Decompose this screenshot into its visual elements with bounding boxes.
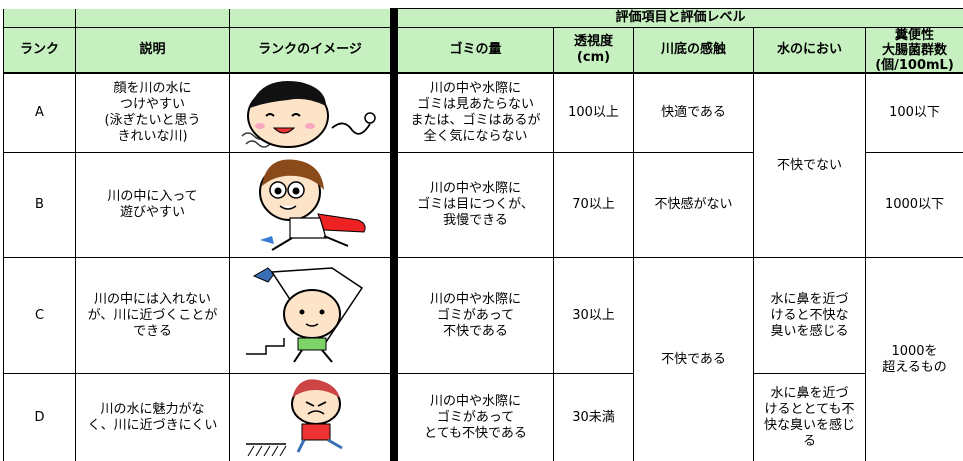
header-image: ランクのイメージ [258, 42, 362, 57]
rule [553, 28, 554, 461]
transparency-cell: 100以上 [568, 105, 619, 120]
transparency-cell: 30未満 [572, 409, 615, 425]
rule [753, 373, 865, 374]
header-background-right [398, 9, 963, 72]
header-transparency: 透視度 (cm) [573, 34, 613, 65]
rule [753, 28, 754, 461]
rule [3, 9, 4, 461]
coliform-cell-cd: 1000を 超えるもの [882, 343, 947, 375]
rule [865, 28, 866, 461]
transparency-cell: 30以上 [572, 307, 615, 323]
smell-cell: 水に鼻を近づ けるととても不 快な臭いを感じ る [763, 385, 855, 449]
trash-cell: 川の中や水際に ゴミがあって とても不快である [424, 393, 527, 441]
header-coliform: 糞便性 大腸菌群数 (個/100mL) [875, 28, 954, 72]
trash-cell: 川の中や水際に ゴミは見あたらない または、ゴミはあるが 全く気にならない [410, 81, 541, 144]
description-cell: 顔を川の水に つけやすい (泳ぎたいと思う きれいな川) [104, 81, 201, 144]
riverbed-cell-cd: 不快である [661, 351, 726, 367]
riverbed-cell: 不快感がない [654, 197, 733, 212]
rank-cell: B [35, 197, 44, 212]
description-cell: 川の水に魅力がな く、川に近づきにくい [87, 401, 218, 433]
child-crying-icon [246, 379, 343, 457]
rank-cell: D [34, 409, 45, 425]
rule [229, 9, 230, 461]
riverbed-cell: 快適である [661, 105, 726, 120]
header-trash: ゴミの量 [449, 42, 502, 57]
rank-cell: A [35, 105, 44, 120]
description-cell: 川の中には入れない が、川に近づくことが できる [87, 291, 218, 339]
trash-cell: 川の中や水際に ゴミがあって 不快である [429, 291, 521, 339]
rule [3, 72, 963, 74]
rule [390, 27, 963, 28]
rule [3, 27, 390, 28]
header-description: 説明 [139, 42, 166, 57]
header-rank: ランク [19, 42, 59, 57]
child-swimming-icon [241, 81, 376, 148]
smell-cell-ab: 不快でない [776, 157, 842, 173]
smell-cell: 水に鼻を近づ けると不快な 臭いを感じる [770, 291, 849, 339]
header-riverbed: 川底の感触 [660, 42, 726, 57]
description-cell: 川の中に入って 遊びやすい [107, 189, 198, 220]
transparency-cell: 70以上 [572, 197, 615, 212]
rule [75, 9, 76, 461]
rule [3, 152, 753, 153]
child-running-icon [259, 159, 366, 251]
header-smell: 水のにおい [776, 42, 842, 57]
coliform-cell: 1000以下 [884, 197, 945, 212]
rule [865, 152, 963, 153]
header-evaluation-group: 評価項目と評価レベル [615, 10, 746, 25]
rule [3, 373, 633, 374]
rule [633, 28, 634, 461]
rule [390, 8, 398, 461]
rule [390, 8, 963, 9]
rank-cell: C [34, 307, 45, 323]
rule [3, 257, 963, 258]
coliform-cell: 100以下 [889, 105, 940, 120]
child-net-fish-icon [246, 267, 364, 363]
header-background-left [3, 9, 390, 72]
trash-cell: 川の中や水際に ゴミは目につくが、 我慢できる [417, 181, 534, 228]
